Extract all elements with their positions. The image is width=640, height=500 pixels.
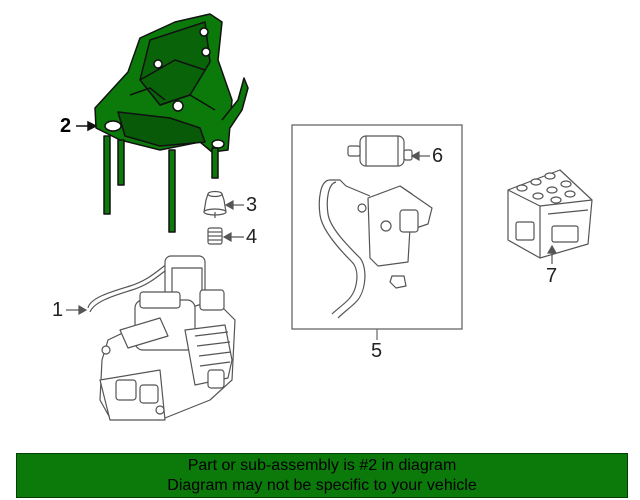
callout-1-leader: [66, 304, 88, 316]
callout-6-leader: [410, 150, 430, 162]
banner-line-1: Part or sub-assembly is #2 in diagram: [187, 456, 457, 474]
callout-1[interactable]: 1: [52, 299, 64, 321]
callout-7[interactable]: 7: [546, 265, 558, 287]
compressor-part-1[interactable]: [87, 255, 236, 421]
filter-part-6[interactable]: [347, 135, 413, 167]
callout-2[interactable]: 2: [60, 115, 72, 137]
banner-line-2: Diagram may not be specific to your vehi…: [167, 476, 477, 494]
callout-3[interactable]: 3: [246, 194, 258, 216]
callout-5[interactable]: 5: [371, 340, 383, 362]
callout-4-leader: [222, 231, 244, 243]
bumper-part-4[interactable]: [207, 227, 223, 245]
mount-part-3[interactable]: [203, 190, 227, 219]
callout-3-leader: [224, 199, 244, 211]
callout-4[interactable]: 4: [246, 226, 258, 248]
notice-banner: Part or sub-assembly is #2 in diagram Di…: [16, 453, 628, 498]
callout-7-leader: [546, 244, 558, 264]
callout-2-leader: [76, 120, 98, 132]
valve-block-part-7[interactable]: [507, 169, 593, 259]
callout-6[interactable]: 6: [432, 145, 444, 167]
valve-assembly-part-5[interactable]: [318, 179, 433, 319]
bracket-part-2[interactable]: [94, 13, 249, 233]
